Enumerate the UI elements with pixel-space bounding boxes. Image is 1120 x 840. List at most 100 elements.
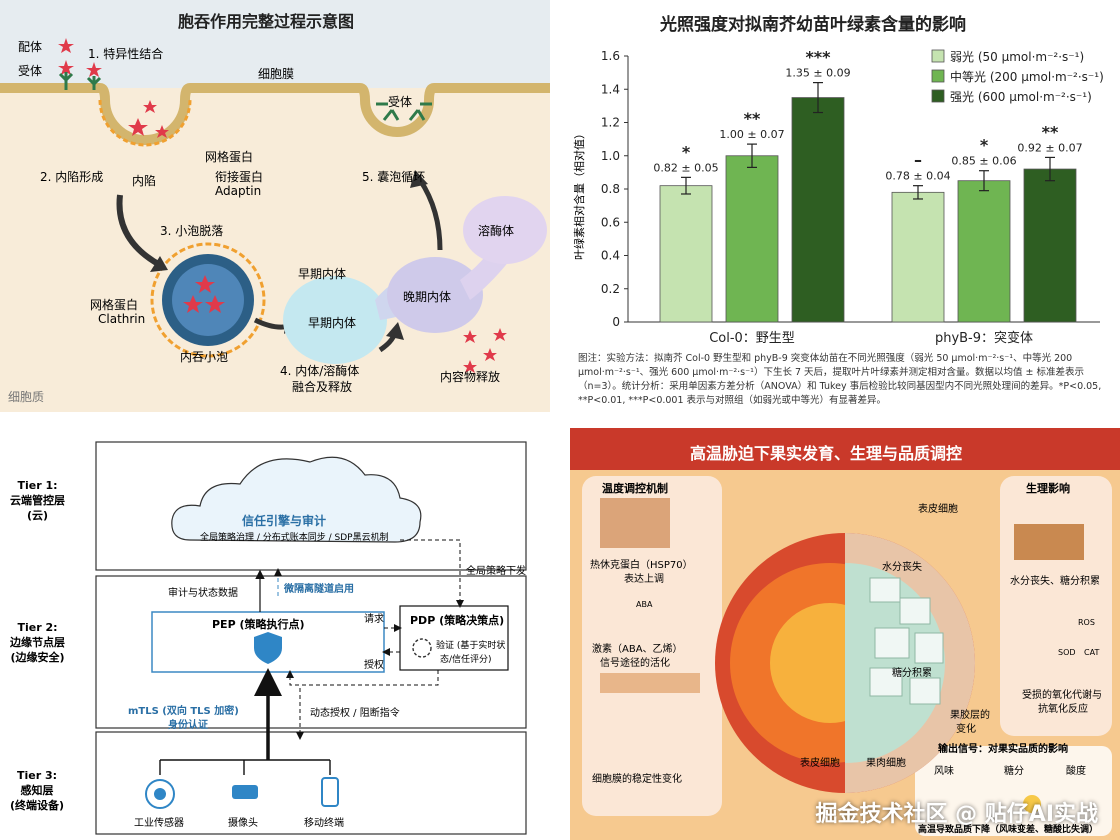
metabolism-line2: 抗氧化反应 (1038, 704, 1088, 715)
water-loss-label: 水分丧失 (882, 562, 922, 573)
chlorophyll-bar-chart: 00.20.40.60.81.01.21.41.60.82 ± 0.05*1.0… (601, 48, 1104, 345)
y-tick-label: 1.0 (601, 149, 620, 163)
tier1-label: Tier 1:云端管控层(云) (10, 479, 65, 522)
step4a-label: 4. 内体/溶酶体 (280, 364, 360, 378)
legend-label: 强光 (600 μmol·m⁻²·s⁻¹) (950, 90, 1092, 104)
tier3-label: Tier 3:感知层(终端设备) (10, 769, 65, 812)
data-label: 1.35 ± 0.09 (785, 67, 850, 80)
tier2-label: Tier 2:边缘节点层(边缘安全) (10, 621, 65, 664)
bar (1023, 168, 1077, 323)
aba-label: ABA (636, 600, 653, 609)
global-policy-label: 全局策略下发 (466, 566, 526, 577)
significance-label: ** (744, 109, 761, 128)
release-label: 内容物释放 (440, 370, 501, 384)
y-tick-label: 0.6 (601, 215, 620, 229)
zero-trust-diagram (95, 441, 527, 835)
ligand-label: 配体 (18, 40, 43, 54)
trust-engine-title: 信任引擎与审计 (242, 514, 327, 528)
step5-label: 5. 囊泡循环 (362, 170, 426, 184)
significance-label: * (980, 136, 989, 155)
micro-isolation-label: 微隔离隧道启用 (284, 584, 354, 595)
hormone-line1: 激素（ABA、乙烯） (592, 644, 683, 655)
y-tick-label: 1.6 (601, 49, 620, 63)
hormone-line2: 信号途径的活化 (600, 658, 670, 669)
epidermis-top-label: 表皮细胞 (918, 504, 958, 515)
trust-engine-subtitle: 全局策略治理 / 分布式账本同步 / SDP黑云机制 (200, 533, 389, 543)
data-label: 0.82 ± 0.05 (653, 161, 718, 174)
bar (791, 97, 845, 323)
watermark: 掘金技术社区 @ 贴仔AI实战 (815, 802, 1098, 827)
sensor-label: 工业传感器 (134, 818, 184, 829)
step4b-label: 融合及释放 (292, 380, 353, 394)
invagination-label: 内陷 (132, 174, 157, 188)
mtls-line2: 身份认证 (168, 720, 208, 731)
bar (725, 155, 779, 323)
step2-label: 2. 内陷形成 (40, 170, 104, 184)
legend-swatch (931, 49, 945, 63)
hsp-line2: 表达上调 (624, 574, 664, 585)
y-tick-label: 1.4 (601, 82, 620, 96)
water-sugar-label: 水分丧失、糖分积累 (1010, 576, 1100, 587)
mtls-line1: mTLS (双向 TLS 加密) (128, 706, 239, 717)
endocytosis-illustration (0, 0, 550, 373)
bar (659, 185, 713, 323)
grant-label: 授权 (364, 660, 384, 671)
verify-line1: 验证 (基于实时状 (436, 641, 506, 651)
significance-label: ** (1042, 122, 1059, 141)
data-label: 0.78 ± 0.04 (885, 170, 950, 183)
fruit-title: 高温胁迫下果实发育、生理与品质调控 (690, 444, 963, 463)
data-label: 0.85 ± 0.06 (951, 155, 1016, 168)
lysosome-label: 溶酶体 (478, 224, 515, 238)
receptor-label: 受体 (18, 64, 43, 78)
y-tick-label: 0.4 (601, 249, 620, 263)
step1-label: 1. 特异性结合 (88, 47, 164, 61)
bar (891, 191, 945, 323)
significance-label: * (682, 142, 691, 161)
endocytosis-diagram-panel: 胞吞作用完整过程示意图 配体 受体 1. 特异性结合 细胞膜 2. 内陷形成 网… (0, 0, 550, 412)
clathrin-label: 网格蛋白 (205, 150, 254, 164)
adaptor-label: 衔接蛋白 (215, 170, 264, 184)
significance-label: – (914, 151, 922, 170)
verify-line2: 态/信任评分) (440, 655, 492, 665)
early-endosome-label: 早期内体 (308, 316, 357, 330)
output-signal-label: 输出信号：对果实品质的影响 (938, 744, 1068, 755)
y-tick-label: 1.2 (601, 116, 620, 130)
legend-label: 中等光 (200 μmol·m⁻²·s⁻¹) (950, 69, 1104, 84)
legend-swatch (931, 89, 945, 103)
chart-caption: 图注：实验方法：拟南芥 Col-0 野生型和 phyB-9 突变体幼苗在不同光照… (578, 353, 1102, 406)
clathrin2-label: 网格蛋白 (90, 298, 139, 312)
clathrin-en-label: Clathrin (98, 312, 146, 326)
x-category-label: phyB-9：突变体 (935, 330, 1033, 345)
ros-label: ROS (1078, 618, 1095, 627)
zero-trust-panel: Tier 1:云端管控层(云) Tier 2:边缘节点层(边缘安全) Tier … (0, 420, 560, 840)
flavor-label: 风味 (934, 766, 954, 777)
hsp-line1: 热休克蛋白（HSP70） (590, 560, 693, 571)
pectin-line1: 果胶层的 (950, 710, 990, 721)
fruit-heat-panel: 高温胁迫下果实发育、生理与品质调控 温度调控机制 热休克蛋白（HSP70） 表达… (570, 428, 1120, 840)
data-label: 1.00 ± 0.07 (719, 128, 784, 141)
sugar-accum-label: 糖分积累 (892, 668, 932, 679)
vesicle-label: 内吞小泡 (180, 350, 229, 364)
chart-title: 光照强度对拟南芥幼苗叶绿素含量的影响 (660, 15, 966, 35)
x-category-label: Col-0：野生型 (709, 331, 795, 345)
early-endosome-top-label: 早期内体 (298, 267, 347, 281)
pep-label: PEP (策略执行点) (212, 618, 305, 631)
membrane-stability-label: 细胞膜的稳定性变化 (592, 774, 682, 785)
metabolism-line1: 受损的氧化代谢与 (1022, 690, 1102, 701)
bar (957, 180, 1011, 323)
legend-label: 弱光 (50 μmol·m⁻²·s⁻¹) (950, 50, 1084, 64)
data-label: 0.92 ± 0.07 (1017, 141, 1082, 154)
quality-decline-label: 高温导致品质下降（风味变差、糖酸比失调） (918, 825, 1099, 835)
pdp-label: PDP (策略决策点) (410, 614, 505, 627)
sod-label: SOD (1058, 648, 1076, 657)
mobile-label: 移动终端 (304, 818, 344, 829)
y-tick-label: 0.8 (601, 182, 620, 196)
late-endosome-label: 晚期内体 (403, 290, 452, 304)
y-tick-label: 0 (612, 315, 620, 329)
camera-label: 摄像头 (228, 818, 258, 829)
receptor2-label: 受体 (388, 95, 413, 109)
legend-swatch (931, 69, 945, 83)
step3-label: 3. 小泡脱落 (160, 224, 224, 238)
epidermis-bottom-label: 表皮细胞 (800, 758, 840, 769)
